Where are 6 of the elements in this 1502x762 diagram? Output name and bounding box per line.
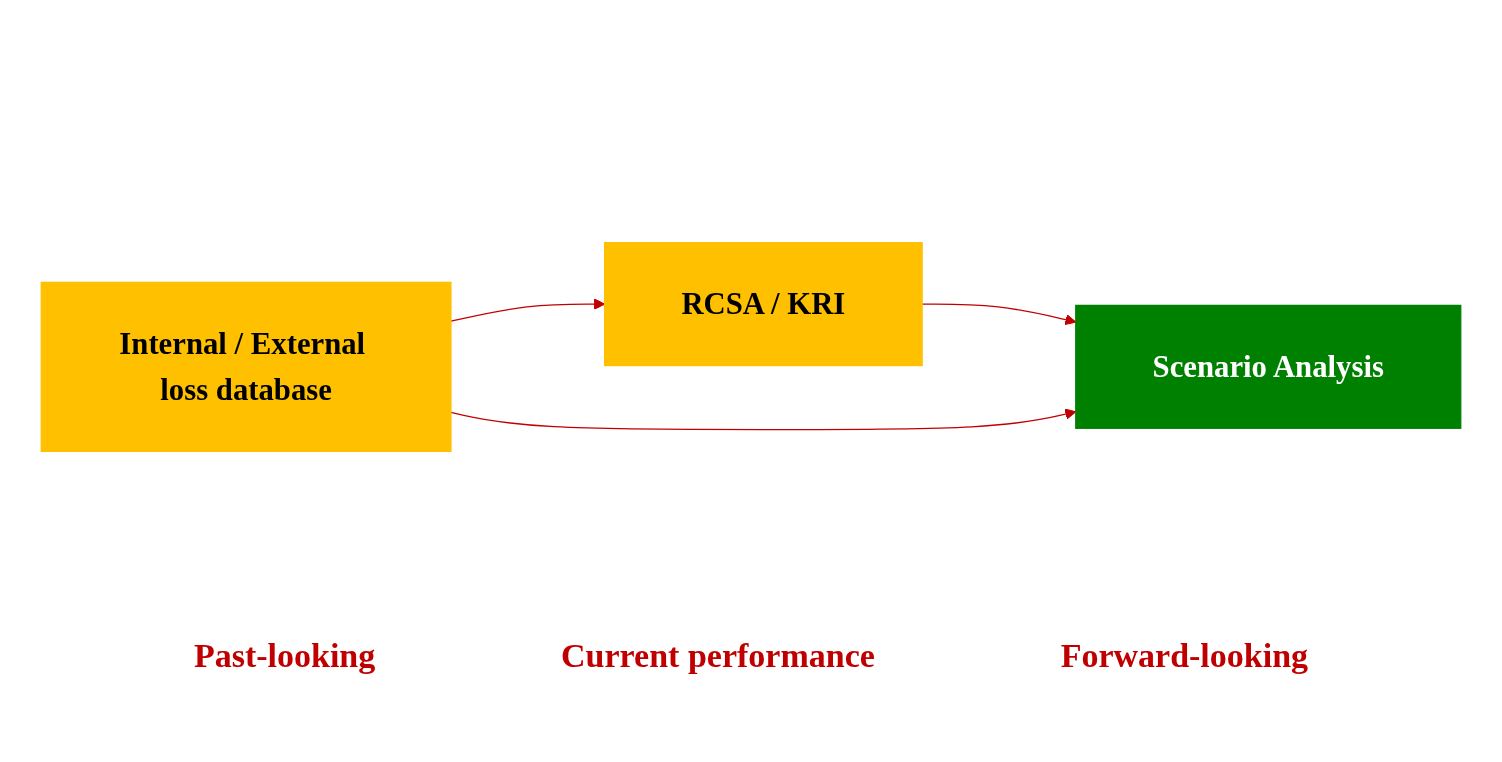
caption-text: Forward-looking [1060,637,1309,675]
node-box: Scenario Analysis [1075,304,1462,429]
node-box: Internal / External loss database [40,281,452,452]
node-box: RCSA / KRI [603,242,923,367]
caption-text: Current performance [561,637,875,675]
caption-text: Past-looking [193,637,376,675]
